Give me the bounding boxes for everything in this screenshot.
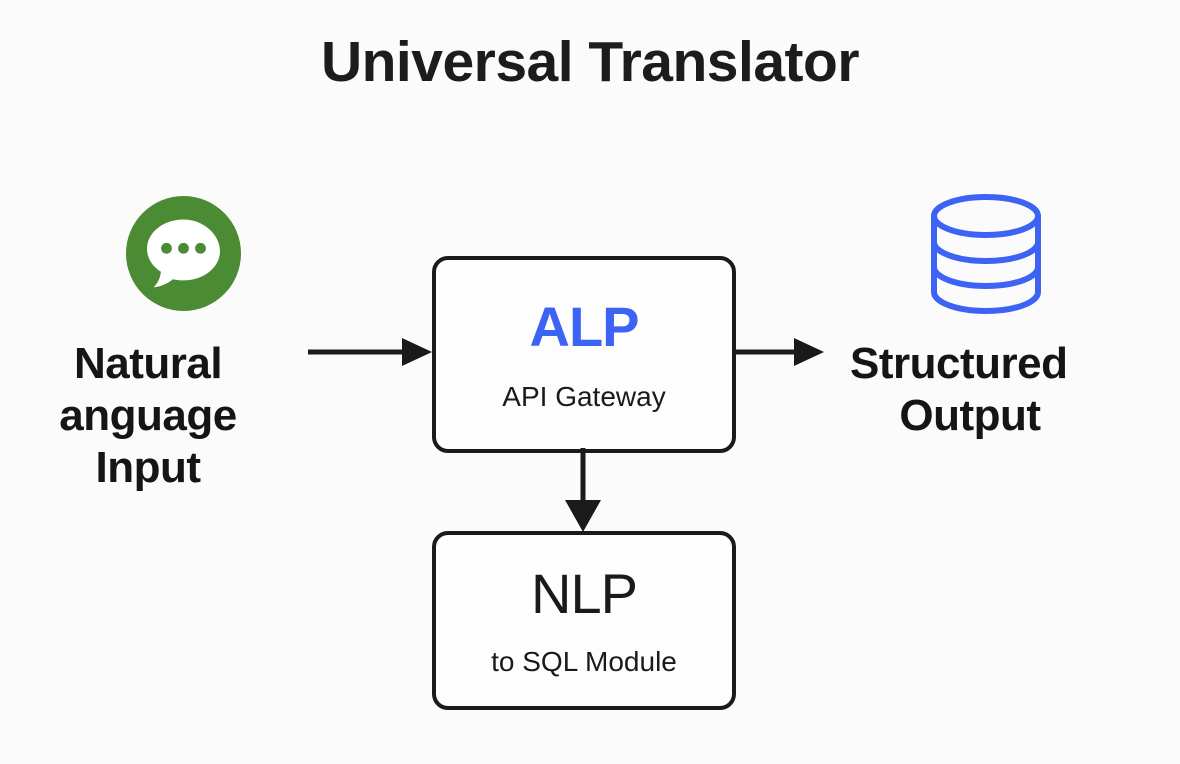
arrow-alp-to-nlp bbox=[565, 448, 601, 532]
arrow-input-to-alp bbox=[308, 338, 432, 366]
alp-title: ALP bbox=[529, 294, 640, 358]
input-label: Natural anguage Input bbox=[59, 339, 237, 492]
node-nlp-to-sql-module[interactable]: NLP to SQL Module bbox=[432, 531, 736, 710]
output-label-line-2: Output bbox=[899, 390, 1041, 440]
node-alp-api-gateway[interactable]: ALP API Gateway bbox=[432, 256, 736, 453]
chat-bubble-icon bbox=[126, 196, 241, 311]
arrow-alp-to-output bbox=[734, 338, 824, 366]
nlp-title: NLP bbox=[531, 561, 638, 625]
database-icon bbox=[920, 190, 1052, 318]
output-label-line-1: Structured bbox=[850, 339, 1068, 388]
page-title: Universal Translator bbox=[320, 30, 860, 94]
output-label: Structured Output bbox=[850, 338, 1180, 442]
alp-subtitle: API Gateway bbox=[502, 380, 666, 412]
nlp-subtitle: to SQL Module bbox=[491, 645, 677, 677]
